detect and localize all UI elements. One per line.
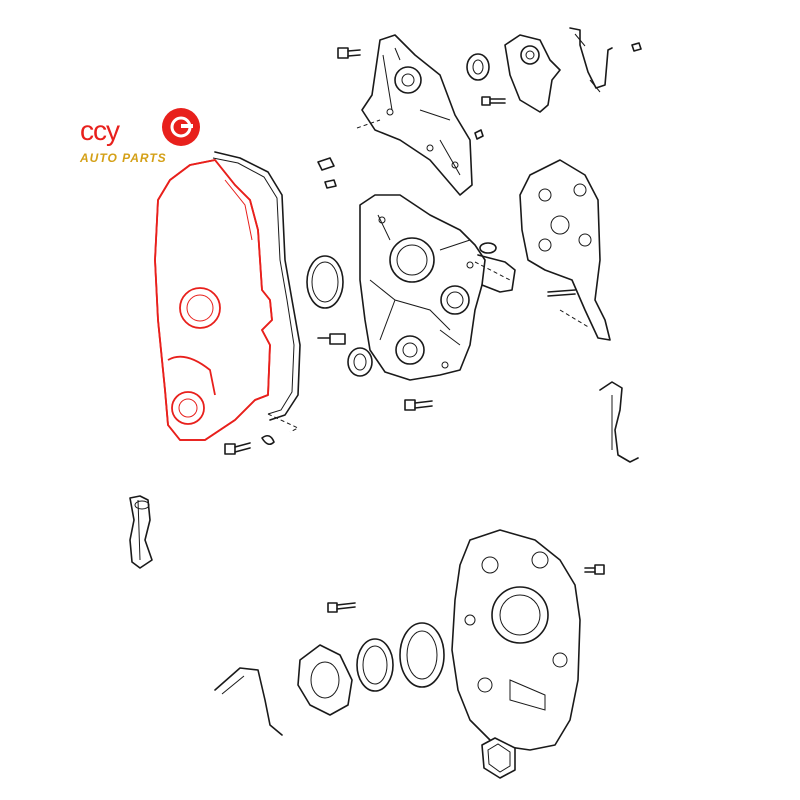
o-ring-center [306, 255, 344, 309]
bolt-mid-top [481, 96, 506, 106]
seal-retainer-ring [356, 638, 394, 692]
bracket-upper [569, 27, 613, 93]
timing-case-gasket [519, 159, 611, 341]
bolt-bottom [327, 602, 356, 613]
camshaft-housing [361, 34, 473, 196]
logo-brand-text: ccy [80, 115, 120, 146]
timing-case [359, 194, 516, 381]
bolt-plate-right [584, 564, 605, 575]
bracket-bottom-left [214, 667, 283, 736]
timing-cover-gasket [214, 151, 301, 421]
pump-housing [504, 34, 561, 113]
pin-top-right [631, 42, 642, 52]
plug-top [317, 157, 337, 189]
rear-end-plate [451, 529, 581, 751]
bracket-left [129, 495, 153, 569]
bolt-cover-lower [224, 434, 275, 455]
bolt-top [337, 47, 361, 59]
pin-small [474, 129, 484, 140]
timing-cover-highlighted [154, 159, 273, 441]
seal-retainer [297, 644, 353, 716]
oil-seal-small [347, 347, 373, 377]
logo-tagline: AUTO PARTS [79, 151, 167, 165]
brand-logo: ccy AUTO PARTS [79, 108, 200, 165]
bolt-center-bottom [404, 399, 433, 411]
oil-seal-top [466, 53, 490, 81]
bracket-right [599, 381, 639, 463]
stud-right [547, 289, 576, 297]
plate-seal-bottom [481, 737, 516, 779]
oil-seal-large [399, 622, 445, 688]
sensor-fitting [317, 333, 346, 345]
